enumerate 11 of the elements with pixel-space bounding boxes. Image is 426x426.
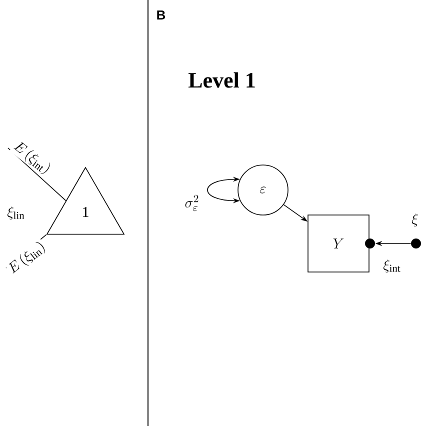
edge-label: $E\left(\xi_{\mathrm{int}}\right)$ bbox=[9, 138, 55, 178]
dot bbox=[411, 238, 421, 248]
node-label: $\xi$ bbox=[412, 214, 418, 227]
node-label: $\xi_{\mathrm{int}}$ bbox=[383, 260, 400, 273]
path-label: $\xi_{\mathrm{lin}}$ bbox=[7, 206, 24, 220]
path-line bbox=[8, 148, 66, 202]
edge-label: $\sigma^2_{\varepsilon}$ bbox=[184, 194, 200, 212]
observed-box: $Y$ bbox=[308, 214, 370, 272]
edge-label: $E\left(\xi_{\mathrm{lin}}\right)$ bbox=[4, 238, 50, 278]
title: Level 1 bbox=[188, 72, 255, 88]
panel-letter: B bbox=[157, 10, 166, 20]
